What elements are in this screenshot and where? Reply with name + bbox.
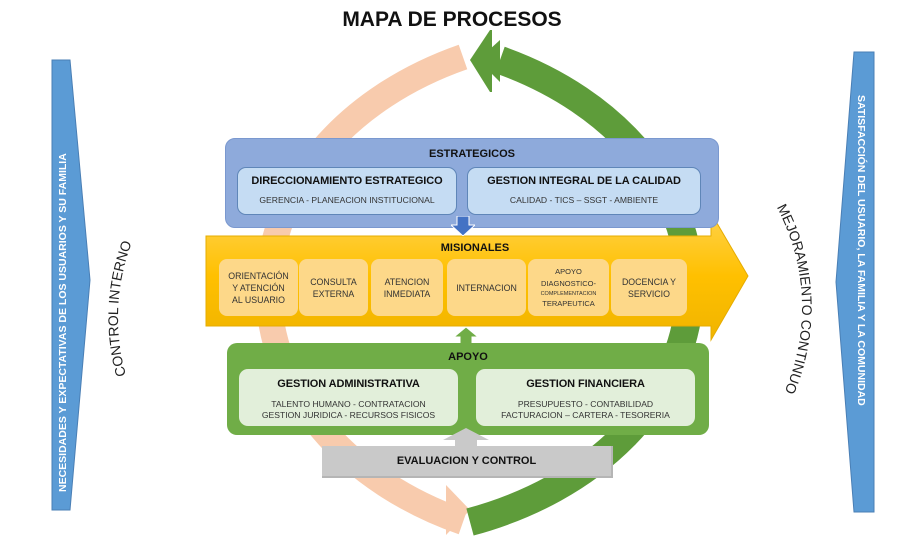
outputs-arrow-shape (835, 51, 875, 513)
arrow-up-icon (443, 428, 489, 448)
arrow-down-icon (451, 216, 475, 236)
process-detail-line: TALENTO HUMANO - CONTRATACION (271, 399, 426, 409)
process-line: TERAPEUTICA (542, 298, 595, 308)
misionales-title: MISIONALES (440, 242, 510, 254)
inputs-arrow-label: NECESIDADES Y EXPECTATIVAS DE LOS USUARI… (57, 153, 69, 492)
process-detail: CALIDAD - TICS – SSGT - AMBIENTE (509, 195, 659, 205)
process-line: EXTERNA (312, 288, 355, 299)
apoyo-group: APOYO GESTION ADMINISTRATIVA TALENTO HUM… (227, 343, 709, 435)
process-title: GESTION ADMINISTRATIVA (277, 378, 420, 390)
process-line: COMPLEMENTACION (540, 290, 597, 297)
misional-process-box[interactable]: INTERNACION (447, 259, 526, 316)
process-title: GESTION INTEGRAL DE LA CALIDAD (487, 175, 681, 187)
process-line: AL USUARIO (232, 294, 285, 305)
process-title: GESTION FINANCIERA (526, 378, 645, 390)
evaluacion-control-box[interactable]: EVALUACION Y CONTROL (322, 446, 613, 478)
process-detail-line: FACTURACION – CARTERA - TESORERIA (501, 410, 670, 420)
control-interno-label: CONTROL INTERNO (105, 238, 135, 378)
process-detail: GERENCIA - PLANEACION INSTITUCIONAL (259, 195, 435, 205)
process-line: ATENCION (384, 276, 430, 287)
process-line: INMEDIATA (383, 288, 431, 299)
process-line: SERVICIO (628, 288, 670, 299)
mejoramiento-continuo-label: MEJORAMIENTO CONTINUO (774, 201, 815, 396)
control-interno-arrowhead (446, 485, 470, 535)
estrategicos-group: ESTRATEGICOS DIRECCIONAMIENTO ESTRATEGIC… (225, 138, 719, 228)
arrow-up-icon (454, 327, 478, 347)
process-line: DIAGNOSTICO- (540, 278, 596, 288)
process-line: APOYO (555, 266, 582, 276)
estrategicos-title: ESTRATEGICOS (429, 148, 515, 160)
direccionamiento-estrategico-box[interactable]: DIRECCIONAMIENTO ESTRATEGICO GERENCIA - … (237, 167, 457, 215)
process-detail: PRESUPUESTO - CONTABILIDAD FACTURACION –… (476, 399, 695, 421)
gestion-administrativa-box[interactable]: GESTION ADMINISTRATIVA TALENTO HUMANO - … (239, 369, 458, 426)
process-detail-line: PRESUPUESTO - CONTABILIDAD (517, 399, 654, 409)
process-detail-line: GESTION JURIDICA - RECURSOS FISICOS (261, 410, 436, 420)
process-line: Y ATENCIÓN (232, 282, 285, 293)
process-detail: TALENTO HUMANO - CONTRATACION GESTION JU… (239, 399, 458, 421)
process-line: CONSULTA (310, 276, 357, 287)
page-title: MAPA DE PROCESOS (342, 8, 562, 31)
outputs-arrow-label: SATISFACCIÓN DEL USUARIO, LA FAMILIA Y L… (855, 95, 868, 406)
process-title: DIRECCIONAMIENTO ESTRATEGICO (251, 175, 443, 187)
gestion-integral-calidad-box[interactable]: GESTION INTEGRAL DE LA CALIDAD CALIDAD -… (467, 167, 701, 215)
apoyo-title: APOYO (448, 351, 488, 363)
inputs-arrow-shape (51, 59, 91, 511)
process-line: ORIENTACIÓN (228, 270, 289, 281)
process-line: INTERNACION (456, 282, 517, 293)
process-line: DOCENCIA Y (621, 276, 677, 287)
gestion-financiera-box[interactable]: GESTION FINANCIERA PRESUPUESTO - CONTABI… (476, 369, 695, 426)
